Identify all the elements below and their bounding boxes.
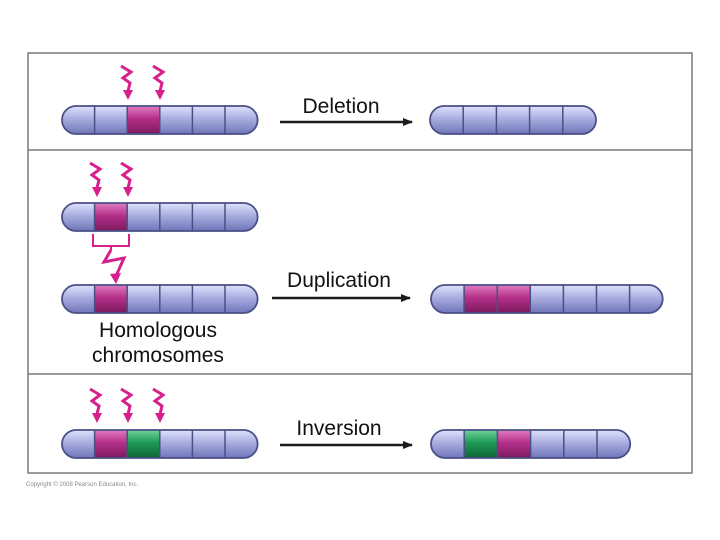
chromosome-segment [127, 106, 161, 134]
chromosome-segment [62, 285, 96, 313]
chromosome-segment [192, 430, 226, 458]
lightning-bolt-icon [101, 249, 127, 277]
chromosomes-layer [61, 105, 664, 459]
chromosome-segment [62, 106, 96, 134]
copyright-text: Copyright © 2008 Pearson Education, Inc. [26, 481, 138, 488]
lightning-bolt-icon [152, 387, 166, 415]
chromosome-segment [563, 285, 597, 313]
chromosome-segment [159, 430, 193, 458]
lightning-layer [89, 64, 166, 423]
lightning-bolt-icon [89, 387, 103, 415]
chromosome-segment [463, 106, 497, 134]
chromosome-segment [192, 285, 226, 313]
chromosome-segment [225, 285, 258, 313]
chromosome-segment [563, 430, 598, 458]
homologous-label-line1: Homologous [99, 319, 217, 342]
deletion-label: Deletion [302, 95, 379, 118]
chromosome-segment [94, 106, 128, 134]
lightning-bolt-icon [120, 161, 134, 189]
lightning-bolt-icon [152, 64, 166, 92]
duplication-bracket [92, 234, 130, 250]
chromosome-segment [562, 106, 596, 134]
chromosome-segment [529, 106, 564, 134]
chromosome-segment [225, 203, 258, 231]
lightning-bolt-tip [123, 187, 133, 197]
chromosome-segment [497, 285, 531, 313]
lightning-bolt-tip [155, 413, 165, 423]
chromosome-inversion-after [430, 429, 632, 459]
chromosome-deletion-before [61, 105, 259, 135]
inversion-label: Inversion [296, 417, 381, 440]
chromosome-segment [464, 430, 498, 458]
chromosome-segment [159, 285, 193, 313]
chromosome-segment [127, 430, 161, 458]
homologous-label-line2: chromosomes [92, 344, 224, 367]
chromosome-segment [464, 285, 498, 313]
chromosome-segment [530, 285, 564, 313]
duplication-label: Duplication [287, 269, 391, 292]
chromosome-segment [431, 285, 465, 313]
chromosome-segment [127, 203, 161, 231]
chromosome-segment [159, 106, 193, 134]
chromosome-segment [629, 285, 663, 313]
chromosome-segment [62, 430, 96, 458]
lightning-bolt-tip [155, 90, 165, 100]
chromosome-segment [192, 203, 226, 231]
chromosome-segment [431, 430, 465, 458]
chromosome-duplication-top [61, 202, 259, 232]
lightning-bolt-icon [89, 161, 103, 189]
chromosome-segment [94, 203, 128, 231]
chromosome-segment [596, 285, 631, 313]
chromosome-duplication-after [430, 284, 664, 314]
chromosome-deletion-after [429, 105, 597, 135]
chromosome-segment [94, 430, 128, 458]
chromosome-segment [127, 285, 161, 313]
lightning-bolt-icon [120, 64, 134, 92]
chromosome-segment [530, 430, 565, 458]
lightning-bolt-tip [92, 187, 102, 197]
chromosome-segment [597, 430, 631, 458]
lightning-bolt-tip [123, 413, 133, 423]
chromosome-duplication-bottom [61, 284, 259, 314]
chromosome-segment [192, 106, 226, 134]
chromosome-segment [159, 203, 193, 231]
lightning-bolt-icon [120, 387, 134, 415]
chromosome-segment [430, 106, 464, 134]
lightning-bolt-tip [110, 273, 121, 284]
chromosome-segment [62, 203, 96, 231]
chromosome-segment [225, 106, 258, 134]
chromosome-segment [496, 106, 531, 134]
chromosome-inversion-before [61, 429, 259, 459]
chromosome-segment [497, 430, 532, 458]
chromosome-segment [225, 430, 258, 458]
lightning-bolt-tip [123, 90, 133, 100]
chromosome-segment [94, 285, 128, 313]
lightning-bolt-tip [92, 413, 102, 423]
